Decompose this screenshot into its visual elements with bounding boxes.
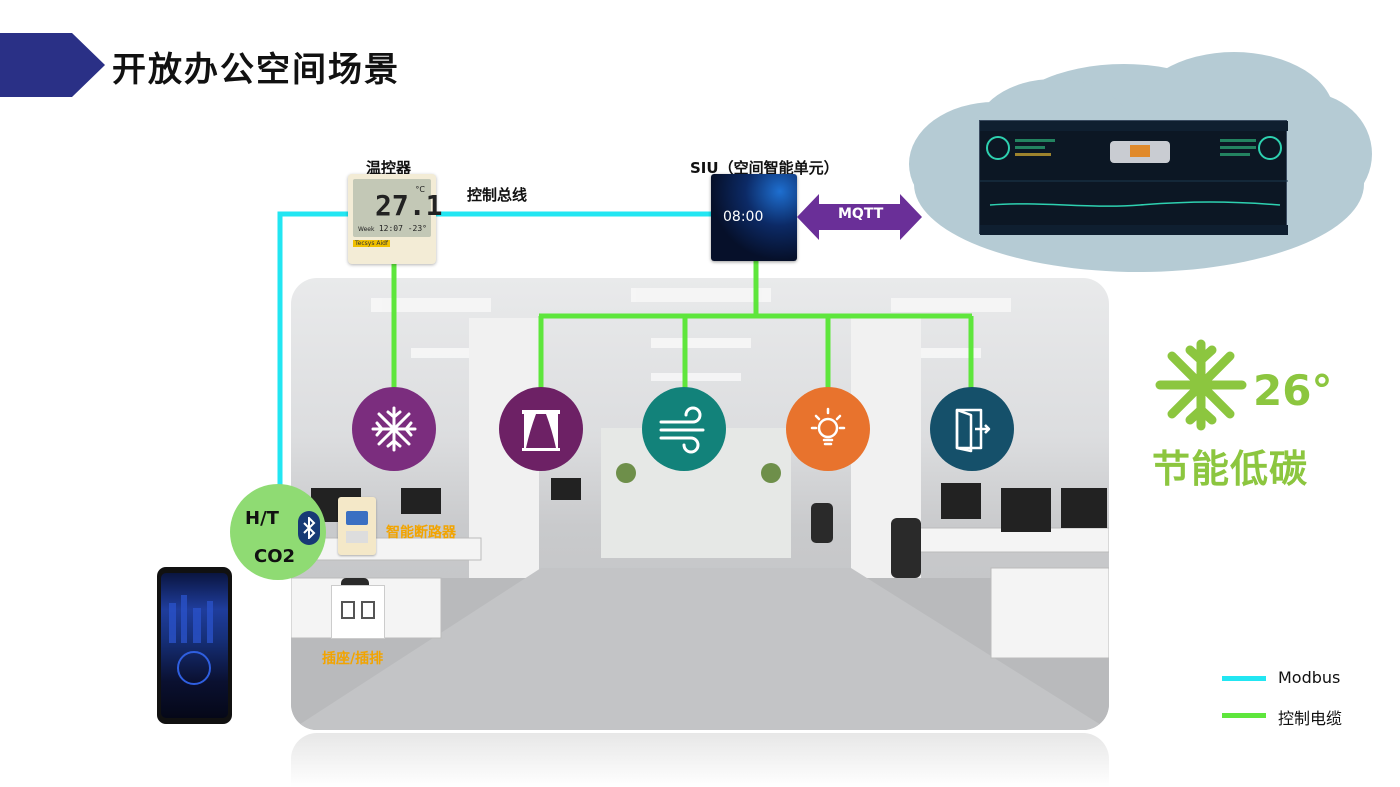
thermostat-week: Week	[358, 226, 375, 233]
mobile-phone	[157, 567, 232, 724]
wind-icon	[659, 406, 705, 454]
legend-control-cable-swatch	[1222, 713, 1266, 718]
thermostat-lcd: 27.1 °C Week 12:07 -23°	[353, 179, 442, 237]
ac-unit-node	[352, 387, 436, 471]
thermostat-device: 27.1 °C Week 12:07 -23° Tecsys Aidf	[348, 174, 442, 264]
title-banner	[0, 33, 105, 97]
smart-breaker-label: 智能断路器	[386, 525, 456, 541]
lightbulb-icon	[810, 407, 846, 446]
curtain-icon	[522, 410, 560, 451]
modbus-line	[277, 211, 712, 490]
siu-panel: 08:00	[711, 174, 797, 261]
office-photo	[291, 278, 1109, 730]
thermostat-clock: 12:07 -23°	[378, 224, 427, 233]
socket-label: 插座/插排	[322, 651, 384, 667]
ventilation-node	[642, 387, 726, 471]
smart-breaker-device	[338, 497, 376, 555]
dashboard-screenshot	[980, 121, 1288, 235]
mqtt-label: MQTT	[838, 206, 884, 222]
ht-label: H/T	[245, 508, 279, 529]
legend-control-cable-label: 控制电缆	[1278, 709, 1343, 728]
lighting-node	[786, 387, 870, 471]
door-icon	[955, 408, 991, 453]
thermostat-brand: Tecsys Aidf	[353, 240, 391, 247]
cloud-dashboard	[979, 120, 1288, 235]
co2-label: CO2	[254, 546, 296, 567]
bluetooth-icon	[298, 511, 320, 545]
siu-time: 08:00	[723, 209, 764, 225]
energy-temperature: 26°	[1253, 366, 1333, 415]
door-access-node	[930, 387, 1014, 471]
page-title: 开放办公空间场景	[112, 50, 400, 90]
office-scene	[291, 288, 1109, 730]
legend-modbus-swatch	[1222, 676, 1266, 681]
phone-screen	[161, 573, 228, 718]
thermostat-temperature: 27.1	[375, 189, 443, 222]
ht-co2-sensor: H/T CO2	[230, 484, 326, 580]
office-photo-reflection	[291, 733, 1109, 787]
thermostat-unit: °C	[415, 185, 425, 194]
socket-device	[331, 585, 385, 639]
thermostat-label: 温控器	[366, 159, 412, 177]
energy-slogan: 节能低碳	[1152, 447, 1309, 491]
control-bus-label: 控制总线	[467, 186, 528, 204]
siu-label: SIU（空间智能单元）	[690, 159, 839, 177]
legend-modbus-label: Modbus	[1278, 668, 1341, 687]
curtain-node	[499, 387, 583, 471]
snowflake-icon	[371, 406, 417, 452]
energy-snowflake-icon	[1155, 339, 1247, 431]
mqtt-arrow	[797, 194, 922, 240]
